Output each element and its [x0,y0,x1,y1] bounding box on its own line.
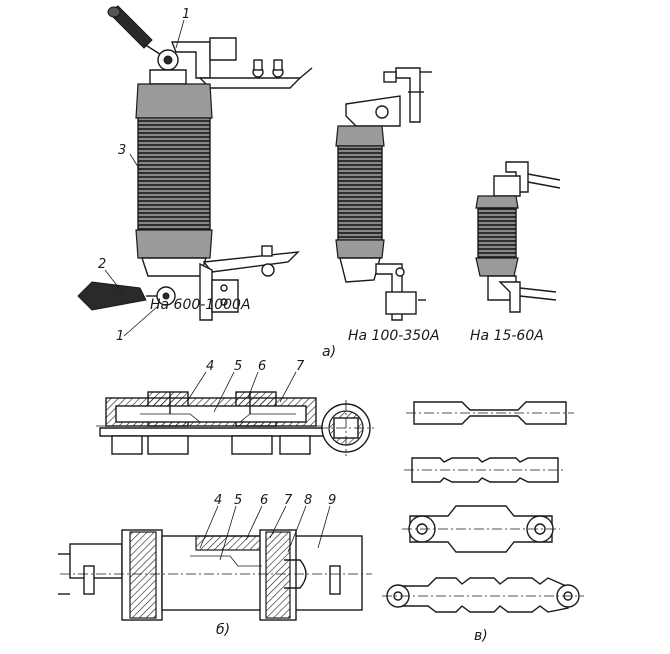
medium-fuse [335,67,432,321]
panel-label-v: в) [474,628,488,644]
callout-s2-9: 9 [328,493,336,508]
callout-3: 3 [118,143,126,158]
callout-1-top: 1 [182,7,190,22]
bottom-handle [77,281,176,311]
callout-s1-7: 7 [296,359,305,374]
fuse-link-1 [413,401,567,425]
panel-label-b: б) [216,622,230,638]
callout-1-bottom: 1 [116,329,124,344]
callout-s2-4: 4 [214,493,222,508]
fuse-link-3 [402,505,560,553]
fuse-links [382,401,584,613]
callout-s2-6: 6 [260,493,268,508]
callout-s1-6: 6 [258,359,266,374]
panel-label-a: а) [322,344,336,360]
cartridge-section-1 [96,371,374,456]
top-handle [107,5,167,59]
small-fuse [475,161,561,313]
large-fuse [77,5,313,337]
callout-s1-4: 4 [206,359,214,374]
fuse-link-4 [382,577,584,613]
callout-2: 2 [98,257,106,272]
callout-s1-5: 5 [234,359,242,374]
label-600-1000a: На 600-1000А [150,297,251,313]
label-100-350a: На 100-350А [348,328,440,344]
callout-s2-7: 7 [284,493,293,508]
callout-s2-8: 8 [304,493,312,508]
label-15-60a: На 15-60А [470,328,544,344]
callout-s2-5: 5 [234,493,242,508]
cartridge-section-2 [58,505,372,621]
